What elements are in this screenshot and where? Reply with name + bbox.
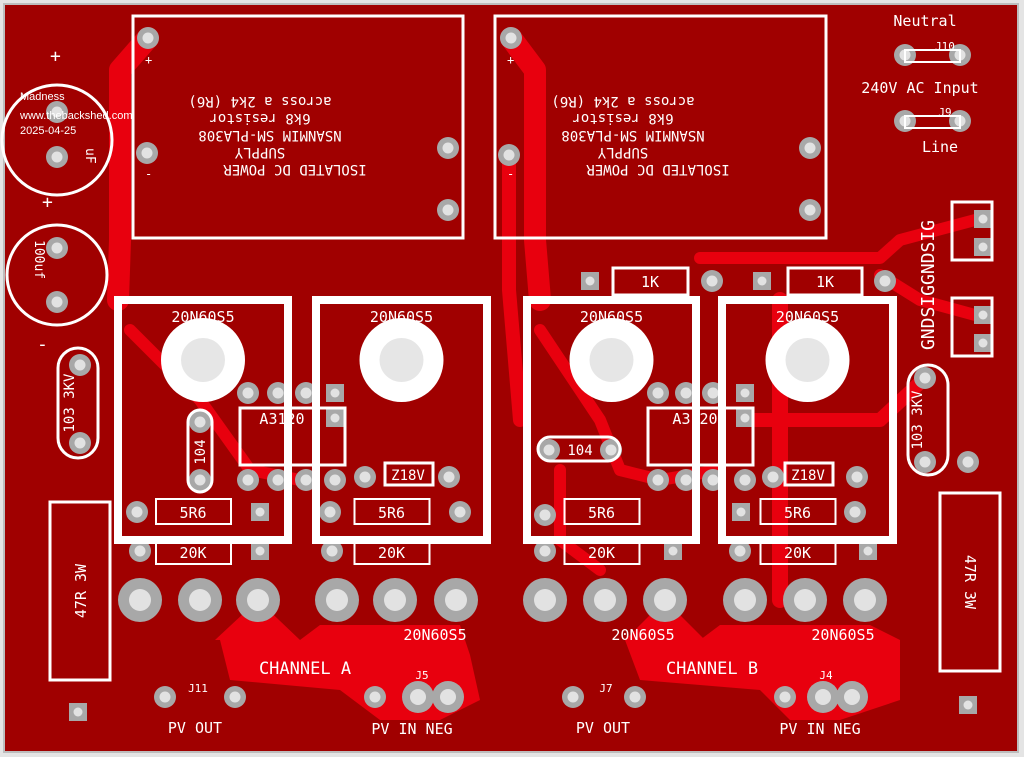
mosfet-label: 20N60S5	[370, 308, 433, 326]
hv-cap-label: 103 3KV	[62, 373, 78, 433]
minus-mark: -	[37, 334, 48, 355]
dc-module-1: ISOLATED DC POWER SUPPLY NSANMIM SM-PLA3…	[131, 14, 465, 240]
ac-input: Neutral J10 240V AC Input J9 Line	[861, 12, 978, 156]
channel-b: CHANNEL B J7 J4 PV OUT PV IN NEG	[576, 659, 861, 738]
module-text: SUPPLY	[234, 144, 285, 160]
jumper-label: J5	[415, 669, 428, 682]
watermark-name: Madness	[20, 91, 65, 103]
neutral-label: Neutral	[893, 12, 956, 30]
bias-resistor-label: 20K	[588, 544, 615, 562]
watermark: Madness www.thebackshed.com 2025-04-25	[19, 91, 133, 137]
driver-label: A3120	[259, 410, 304, 428]
jumper-label: J11	[188, 682, 208, 695]
module-text: across a 2k4 (R6)	[551, 93, 694, 109]
module-text: 6k8 resistor	[209, 110, 310, 126]
mosfet-label: 20N60S5	[776, 308, 839, 326]
gate-resistor-label: 5R6	[784, 504, 811, 522]
plus-mark: +	[50, 46, 61, 67]
jumper-label: J7	[599, 682, 612, 695]
mosfet-label: 20N60S5	[580, 308, 643, 326]
signal-connector-label: GNDSIGGNDSIG	[918, 220, 939, 350]
plus-mark: +	[507, 53, 514, 67]
module-text: NSANMIM SM-PLA308	[198, 127, 341, 143]
mosfet-label: 20N60S5	[171, 308, 234, 326]
pv-out-label: PV OUT	[576, 719, 630, 737]
mosfet-heatsink: 20N60S5 5R6 20K	[114, 296, 292, 565]
pv-out-label: PV OUT	[168, 719, 222, 737]
j9-label: J9	[938, 106, 951, 119]
watermark-date: 2025-04-25	[20, 125, 76, 137]
gate-resistor-label: 5R6	[588, 504, 615, 522]
j10-label: J10	[935, 40, 955, 53]
module-text: across a 2k4 (R6)	[188, 93, 331, 109]
ac-input-title: 240V AC Input	[861, 79, 978, 97]
capacitor-2: + - 100uf	[5, 192, 109, 355]
mosfet-bottom-label: 20N60S5	[811, 626, 874, 644]
plus-mark: +	[145, 53, 152, 67]
power-resistor-label: 47R 3W	[961, 555, 979, 610]
resistor-1k-label: 1K	[641, 273, 659, 291]
watermark-site: www.thebackshed.com	[19, 110, 133, 122]
driver-label: A3120	[672, 410, 717, 428]
bias-resistor-label: 20K	[784, 544, 811, 562]
hv-cap-label: 103 3KV	[910, 390, 926, 450]
pv-in-neg-label: PV IN NEG	[371, 720, 452, 738]
zener-label: Z18V	[391, 468, 425, 484]
channel-title: CHANNEL A	[259, 659, 351, 679]
gate-resistor-label: 5R6	[179, 504, 206, 522]
cap-label: 100uf	[31, 240, 46, 279]
module-text: NSANMIM SM-PLA308	[561, 127, 704, 143]
mosfet-bottom-label: 20N60S5	[611, 626, 674, 644]
pads	[46, 27, 992, 721]
mosfet-heatsink: 20N60S5 5R6 20K	[312, 296, 491, 565]
capacitor-1: + uF	[0, 46, 114, 197]
jumper-label: J4	[819, 669, 833, 682]
signal-connectors	[950, 200, 994, 358]
bias-resistor-label: 20K	[378, 544, 405, 562]
minus-mark: -	[145, 167, 152, 181]
cap-label: uF	[82, 148, 97, 164]
minus-mark: -	[507, 167, 514, 181]
module-text: 6k8 resistor	[572, 110, 673, 126]
zener-label: Z18V	[791, 468, 825, 484]
gate-resistor-label: 5R6	[378, 504, 405, 522]
mosfet-heatsink: 20N60S5 5R6 20K	[718, 296, 897, 565]
ceramic-cap-label: 104	[567, 443, 592, 459]
power-resistor-label: 47R 3W	[72, 563, 90, 618]
channel-a: CHANNEL A J11 J5 PV OUT PV IN NEG	[168, 659, 453, 738]
bias-resistor-label: 20K	[179, 544, 206, 562]
channel-title: CHANNEL B	[666, 659, 758, 679]
module-text: ISOLATED DC POWER	[586, 161, 730, 177]
plus-mark: +	[42, 192, 53, 213]
dc-module-2: ISOLATED DC POWER SUPPLY NSANMIM SM-PLA3…	[493, 14, 828, 240]
pv-in-neg-label: PV IN NEG	[779, 720, 860, 738]
line-label: Line	[922, 138, 958, 156]
module-text: SUPPLY	[597, 144, 648, 160]
ceramic-cap-label: 104	[193, 439, 209, 464]
mosfet-heatsink: 20N60S5 5R6 20K	[523, 296, 700, 565]
mosfet-bottom-label: 20N60S5	[403, 626, 466, 644]
module-text: ISOLATED DC POWER	[223, 161, 367, 177]
resistor-1k-label: 1K	[816, 273, 834, 291]
